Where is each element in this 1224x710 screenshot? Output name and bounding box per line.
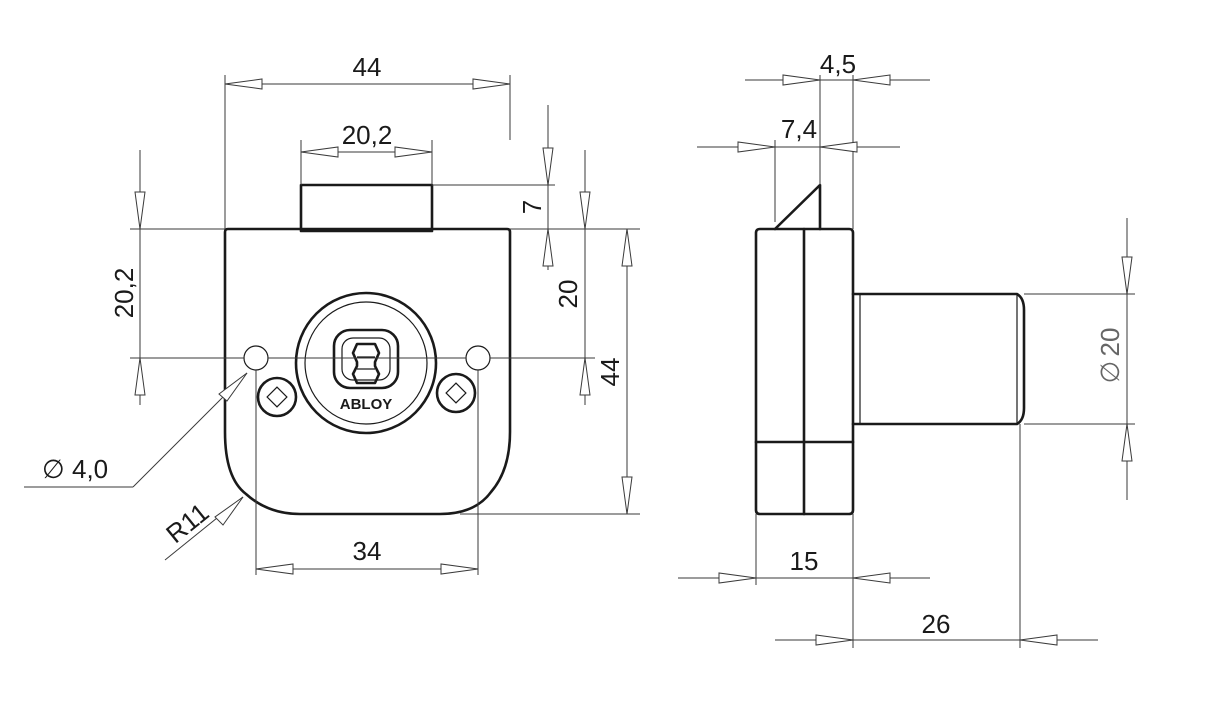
keyway-outer	[332, 328, 400, 390]
front-arrowheads	[134, 78, 633, 575]
dim-hole-diameter-symbol: ∅	[42, 455, 65, 485]
dim-bolt-depth: 7,4	[781, 114, 817, 144]
dim-cylinder-diameter: 20	[1095, 328, 1125, 357]
dim-overall-width: 44	[353, 52, 382, 82]
dim-hole-diameter: 4,0	[72, 454, 108, 484]
side-arrowheads	[718, 74, 1133, 646]
dim-body-depth: 15	[790, 546, 819, 576]
dim-plate-thickness: 4,5	[820, 49, 856, 79]
screw-right	[435, 372, 477, 414]
dim-bolt-width: 20,2	[342, 120, 393, 150]
dim-bolt-throw: 7	[517, 200, 547, 214]
mounting-hole-right	[465, 345, 491, 371]
dim-hole-height: 20,2	[109, 268, 139, 319]
dim-cylinder-diameter-symbol: ∅	[1096, 361, 1126, 384]
side-view: 4,5 7,4 ∅ 20 15 26	[678, 49, 1135, 648]
mounting-hole-left	[243, 345, 269, 371]
dim-corner-radius: R11	[160, 497, 214, 549]
side-latch	[773, 183, 822, 231]
keyway-inner	[341, 337, 391, 381]
brand-logo: ABLOY	[340, 396, 393, 413]
dim-hole-spacing: 34	[353, 536, 382, 566]
dim-overall-height: 44	[595, 358, 625, 387]
keyway-slot	[351, 342, 381, 385]
screw-left	[256, 376, 298, 418]
front-view: ABLOY	[24, 52, 640, 575]
cylinder-outer-ring	[294, 291, 438, 435]
cylinder-inner-ring	[304, 301, 428, 425]
front-bolt	[299, 183, 434, 233]
side-body	[754, 227, 855, 516]
front-body-outline	[223, 227, 512, 516]
side-cylinder	[851, 292, 1026, 426]
dim-cylinder-length: 26	[922, 609, 951, 639]
dim-center-height: 20	[553, 280, 583, 309]
